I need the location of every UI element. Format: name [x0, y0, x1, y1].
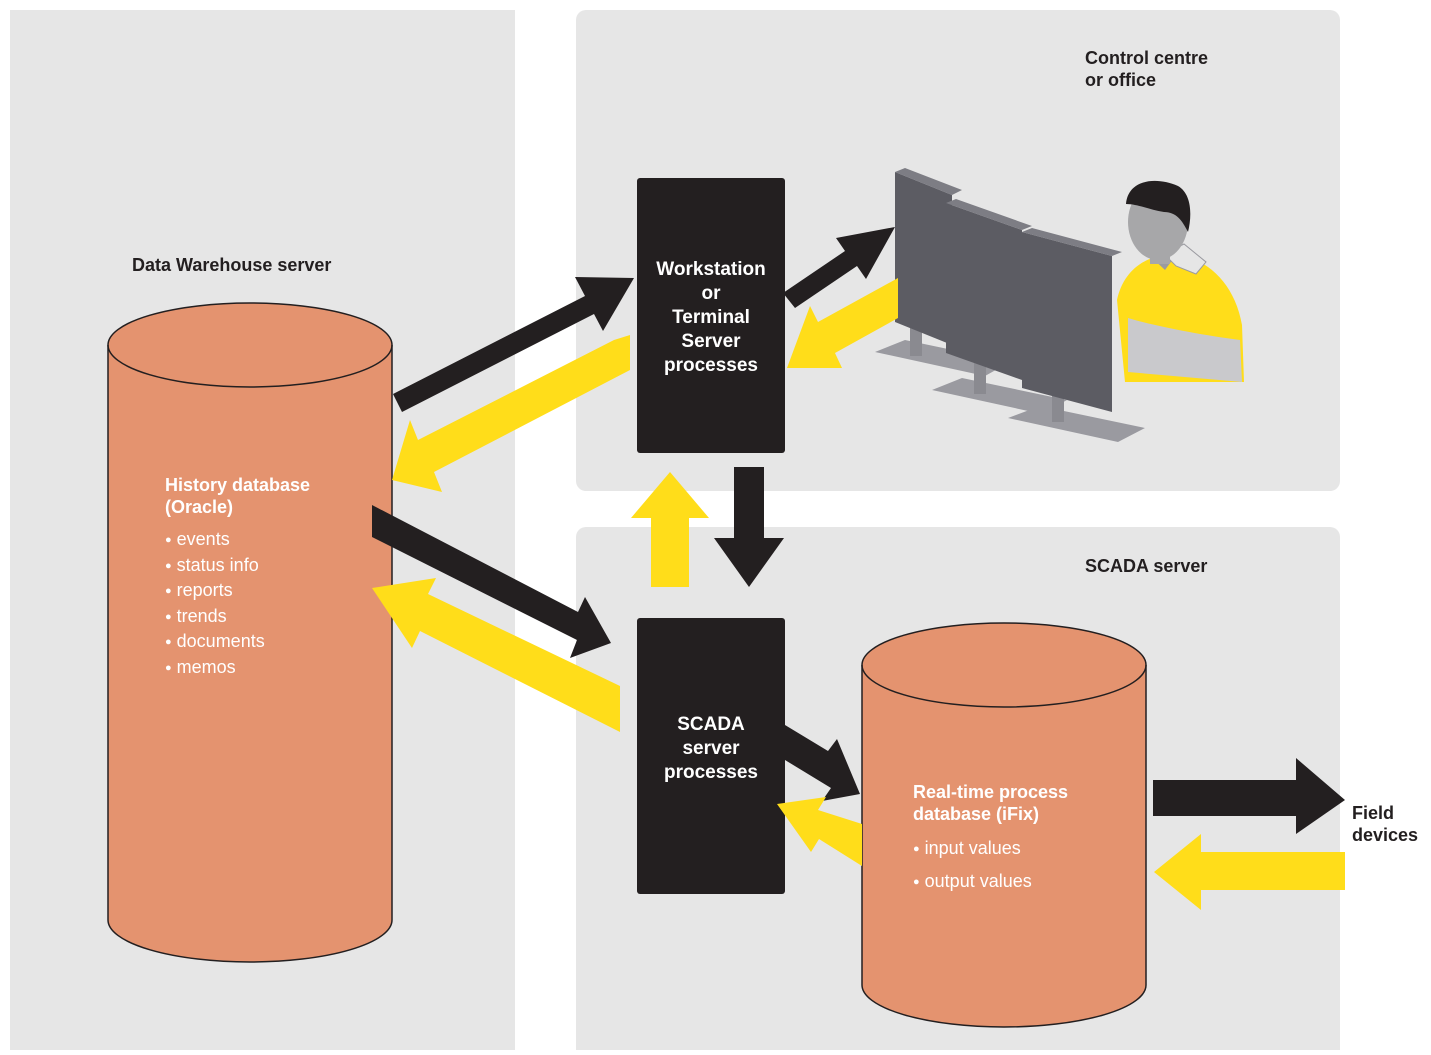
- list-item: status info: [165, 553, 265, 579]
- arrow-history-to-workstation: [393, 277, 634, 412]
- realtime-db-items: input values output values: [913, 832, 1032, 898]
- scada-processes-box: [637, 618, 785, 894]
- control-centre-label: Control centre or office: [1085, 48, 1209, 90]
- arrow-workstation-to-history: [392, 335, 630, 492]
- arrows-yellow: [372, 278, 1345, 910]
- workstation-box-text: Workstation or Terminal Server processes: [656, 259, 766, 376]
- arrow-history-to-scada: [372, 505, 611, 658]
- list-item: input values: [913, 832, 1032, 865]
- list-item: events: [165, 527, 265, 553]
- list-item: trends: [165, 604, 265, 630]
- data-warehouse-label: Data Warehouse server: [132, 255, 332, 275]
- arrow-workstation-to-monitors: [783, 227, 895, 308]
- list-item: reports: [165, 578, 265, 604]
- list-item: documents: [165, 629, 265, 655]
- history-db-title: History database (Oracle): [165, 475, 311, 517]
- history-db-items: events status info reports trends docume…: [165, 527, 265, 680]
- workstation-box: [637, 178, 785, 453]
- arrow-monitors-to-workstation: [787, 278, 898, 368]
- arrow-scada-to-history: [372, 578, 620, 732]
- list-item: output values: [913, 865, 1032, 898]
- arrow-scada-to-realtime: [785, 725, 860, 801]
- scada-processes-box-text: SCADA server processes: [663, 714, 758, 783]
- arrow-field-to-realtime: [1154, 834, 1345, 910]
- arrow-realtime-to-scada: [777, 797, 862, 866]
- field-devices-label: Field devices: [1352, 803, 1419, 845]
- scada-server-label: SCADA server: [1085, 556, 1208, 576]
- arrows-dark: [372, 227, 1345, 834]
- monitors-illustration: [875, 168, 1145, 442]
- realtime-db-title: Real-time process database (iFix): [913, 782, 1069, 824]
- list-item: memos: [165, 655, 265, 681]
- arrow-realtime-to-field: [1153, 758, 1345, 834]
- arrow-workstation-to-scada: [714, 467, 784, 587]
- operator-illustration: [1117, 180, 1244, 382]
- arrow-scada-to-workstation: [631, 472, 709, 587]
